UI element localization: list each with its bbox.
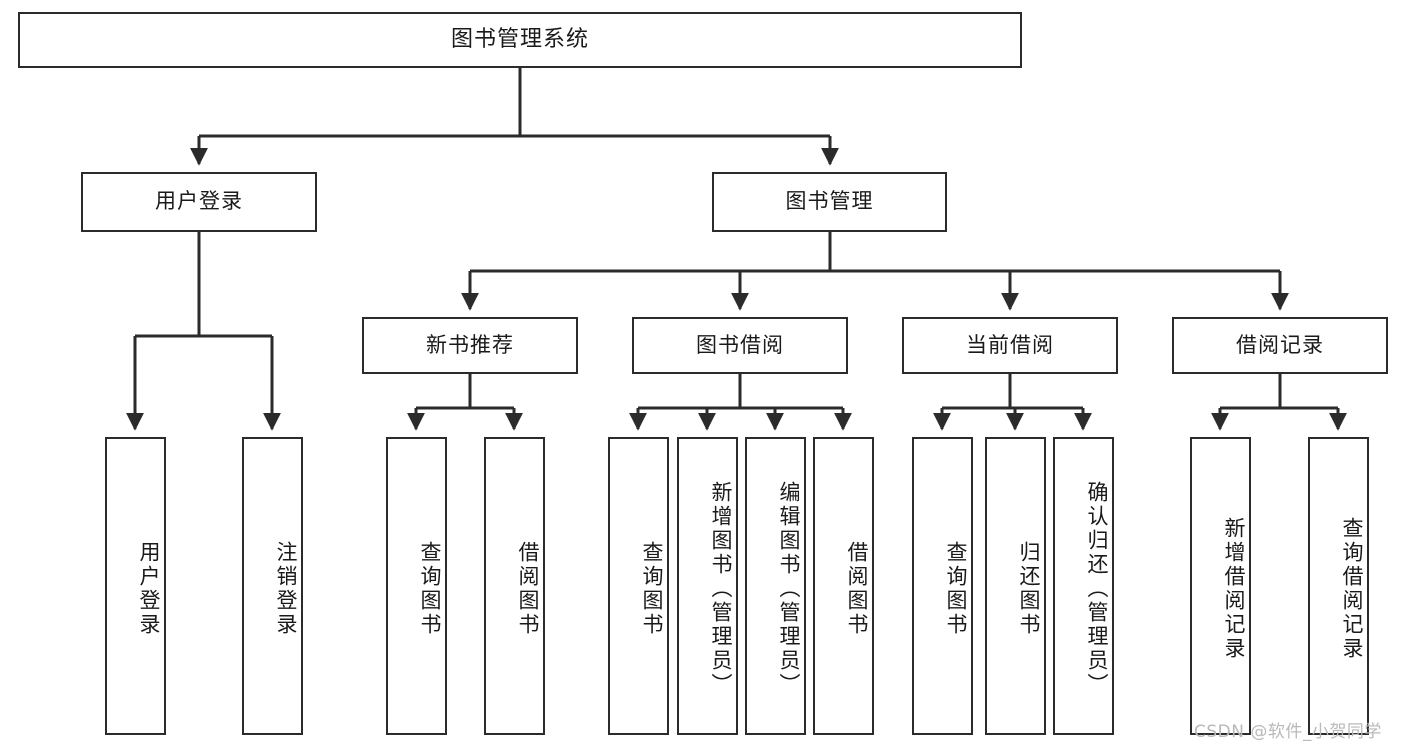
node-leaf-query-book-borrow-label: 查询图书	[640, 541, 664, 637]
node-book-borrow-label: 图书借阅	[696, 332, 784, 357]
node-leaf-add-book[interactable]: 新增图书（管理员）	[677, 437, 738, 735]
node-borrow-record-label: 借阅记录	[1236, 332, 1324, 357]
node-leaf-add-record[interactable]: 新增借阅记录	[1190, 437, 1251, 735]
node-leaf-borrow-book[interactable]: 借阅图书	[813, 437, 874, 735]
node-leaf-user-login[interactable]: 用户登录	[105, 437, 166, 735]
node-leaf-borrow-book-label: 借阅图书	[845, 541, 869, 637]
node-leaf-edit-book-label: 编辑图书（管理员）	[777, 481, 801, 697]
node-leaf-query-book-cur-label: 查询图书	[944, 541, 968, 637]
node-leaf-query-record-label: 查询借阅记录	[1340, 517, 1364, 661]
node-leaf-edit-book[interactable]: 编辑图书（管理员）	[745, 437, 806, 735]
node-leaf-user-login-label: 用户登录	[137, 541, 161, 637]
node-leaf-query-book-cur[interactable]: 查询图书	[912, 437, 973, 735]
node-leaf-borrow-book-rec[interactable]: 借阅图书	[484, 437, 545, 735]
node-leaf-return-book-label: 归还图书	[1017, 541, 1041, 637]
node-current-borrow-label: 当前借阅	[966, 332, 1054, 357]
node-book-borrow[interactable]: 图书借阅	[632, 317, 848, 374]
node-leaf-query-book-rec[interactable]: 查询图书	[386, 437, 447, 735]
node-user-login[interactable]: 用户登录	[81, 172, 317, 232]
node-leaf-logout[interactable]: 注销登录	[242, 437, 303, 735]
node-leaf-confirm-return[interactable]: 确认归还（管理员）	[1053, 437, 1114, 735]
node-leaf-add-record-label: 新增借阅记录	[1222, 517, 1246, 661]
node-borrow-record[interactable]: 借阅记录	[1172, 317, 1388, 374]
node-leaf-return-book[interactable]: 归还图书	[985, 437, 1046, 735]
node-book-manage-label: 图书管理	[785, 189, 874, 214]
node-leaf-borrow-book-rec-label: 借阅图书	[516, 541, 540, 637]
node-user-login-label: 用户登录	[155, 189, 243, 214]
node-leaf-add-book-label: 新增图书（管理员）	[709, 481, 733, 697]
node-leaf-query-record[interactable]: 查询借阅记录	[1308, 437, 1369, 735]
node-book-manage[interactable]: 图书管理	[712, 172, 947, 232]
node-new-book-rec-label: 新书推荐	[426, 332, 514, 357]
node-new-book-rec[interactable]: 新书推荐	[362, 317, 578, 374]
node-leaf-logout-label: 注销登录	[274, 541, 298, 637]
node-current-borrow[interactable]: 当前借阅	[902, 317, 1118, 374]
node-leaf-query-book-borrow[interactable]: 查询图书	[608, 437, 669, 735]
node-root-label: 图书管理系统	[450, 26, 589, 52]
node-leaf-confirm-return-label: 确认归还（管理员）	[1085, 481, 1109, 697]
node-root[interactable]: 图书管理系统	[18, 12, 1022, 68]
csdn-watermark: CSDN @软件_小贺同学	[1194, 722, 1382, 742]
node-leaf-query-book-rec-label: 查询图书	[418, 541, 442, 637]
